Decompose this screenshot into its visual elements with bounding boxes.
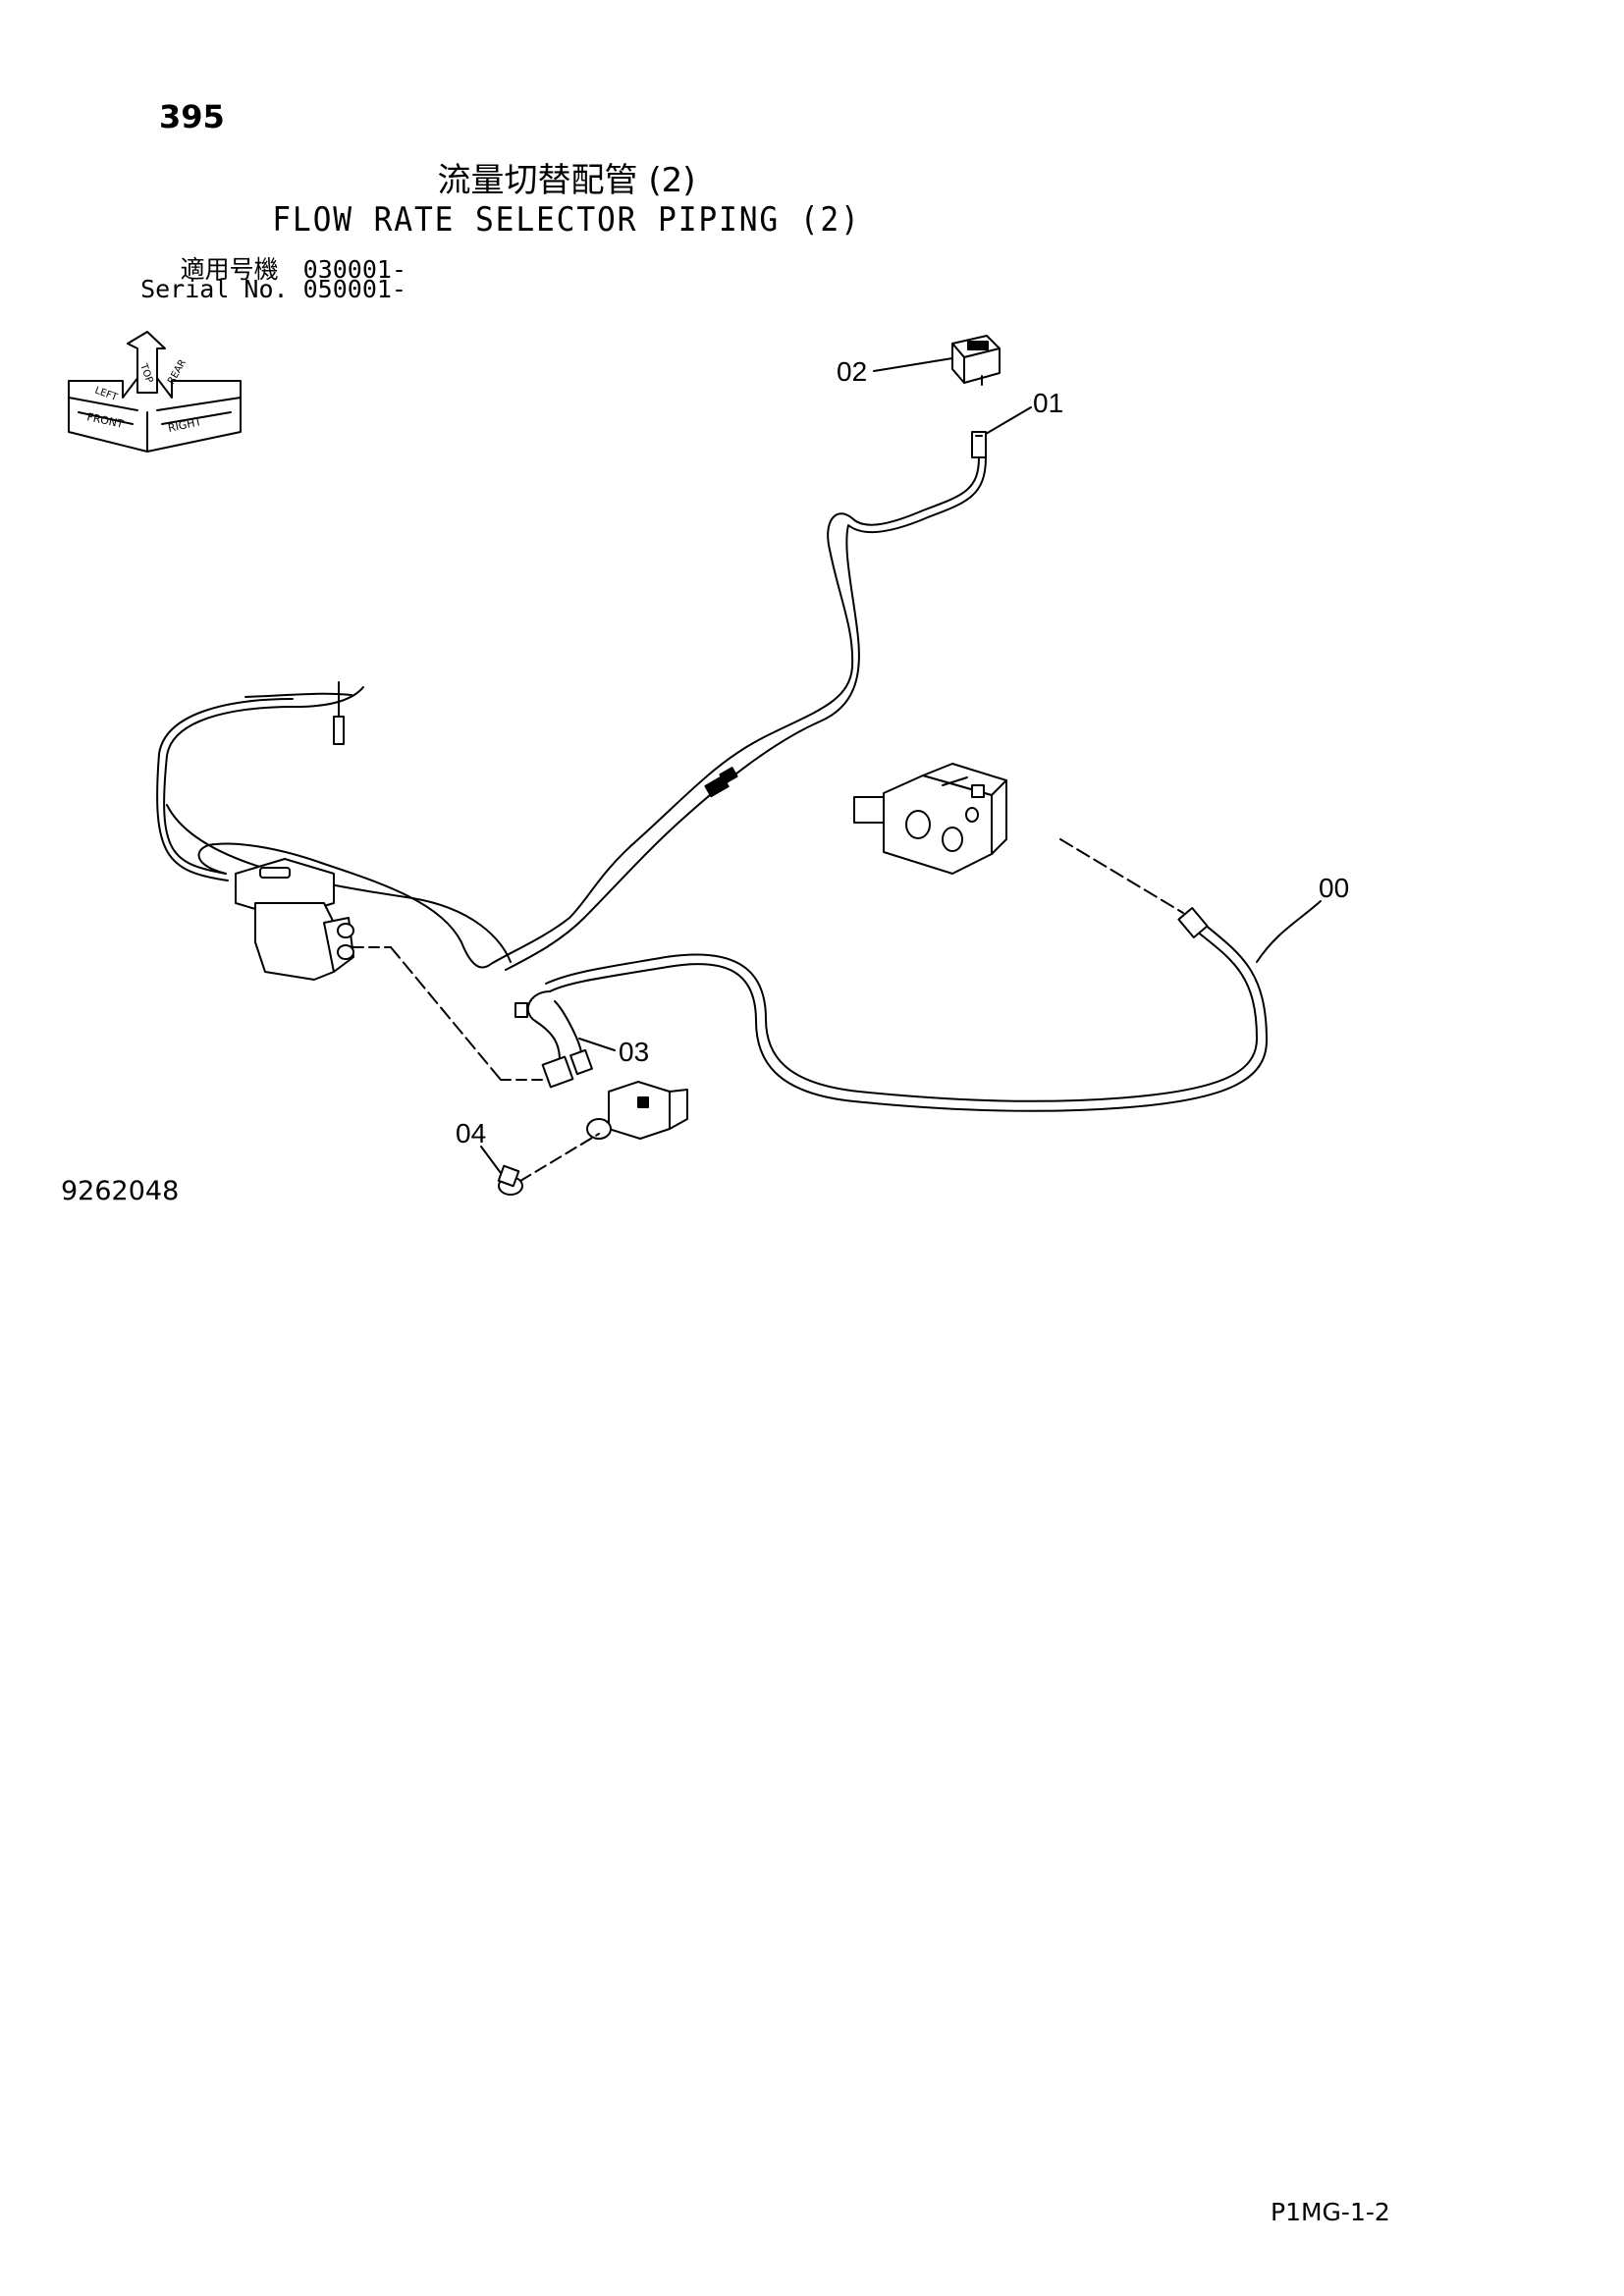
switch-part-02 (951, 335, 1001, 386)
callout-01: 01 (1033, 388, 1063, 418)
leader-line-04 (480, 1146, 502, 1174)
leader-line-03 (578, 1038, 616, 1051)
serial-range-japanese: 適用号機 030001- (180, 255, 406, 284)
shuttle-valve (586, 1081, 688, 1140)
callout-00: 00 (1319, 873, 1349, 903)
wire-harness (156, 456, 987, 971)
orientation-indicator-icon: FRONT RIGHT TOP LEFT REAR (68, 331, 242, 453)
drawing-number: 9262048 (61, 1176, 180, 1206)
hose-part-00 (545, 838, 1268, 1112)
pilot-valve-unit (235, 858, 556, 1081)
leader-line-02 (873, 357, 953, 372)
callout-02: 02 (837, 356, 867, 387)
valve-block (853, 763, 1007, 875)
callout-04: 04 (456, 1118, 486, 1148)
leader-line-01 (985, 406, 1032, 435)
serial-range-english: Serial No. 050001- (140, 275, 406, 303)
callout-03: 03 (619, 1037, 649, 1067)
leader-line-00 (1256, 900, 1322, 963)
sensor-part-03 (514, 990, 593, 1089)
page-number: 395 (159, 98, 225, 135)
title-english: FLOW RATE SELECTOR PIPING (2) (272, 200, 861, 240)
title-japanese: 流量切替配管 (2) (437, 161, 696, 200)
plug-part-04 (497, 1133, 600, 1196)
connector-part-01 (971, 431, 987, 458)
page-code: P1MG-1-2 (1271, 2198, 1390, 2226)
